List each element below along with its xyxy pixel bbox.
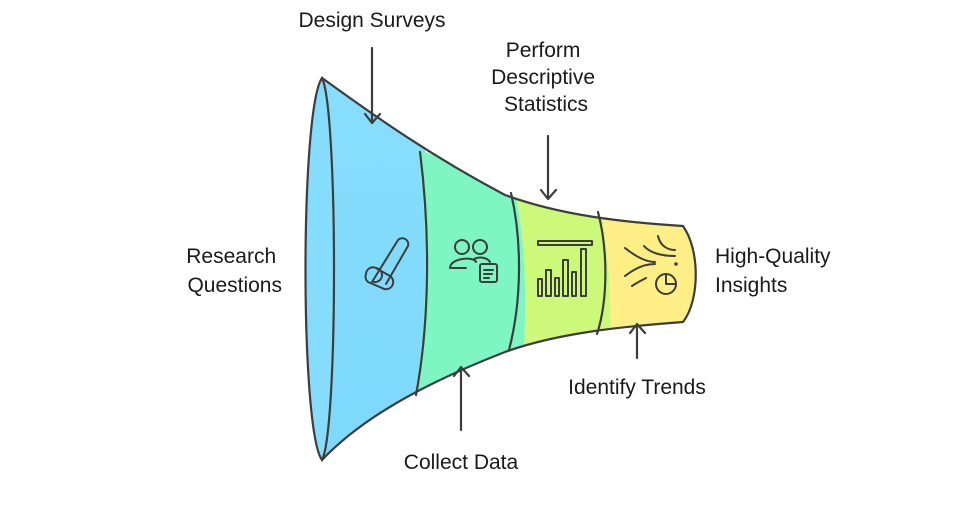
funnel-stage-3-fill bbox=[512, 180, 611, 400]
input-label-research-questions: Research Questions bbox=[186, 245, 282, 297]
stage-label-line: Descriptive bbox=[491, 66, 595, 89]
stage-label-line: Perform bbox=[506, 39, 581, 62]
arrow-perform-statistics bbox=[539, 134, 558, 201]
stage-divider-3 bbox=[595, 210, 607, 336]
funnel-stage-2-fill bbox=[414, 150, 526, 400]
bar-chart-icon bbox=[537, 240, 593, 297]
stage-label-design-surveys: Design Surveys bbox=[298, 9, 445, 32]
arrow-identify-trends bbox=[628, 322, 647, 360]
arrow-collect-data bbox=[452, 365, 471, 432]
stage-divider-2 bbox=[507, 191, 521, 352]
output-label-high-quality-insights: High-Quality Insights bbox=[715, 245, 836, 297]
funnel-mouth bbox=[304, 75, 336, 463]
arrow-design-surveys bbox=[363, 46, 382, 125]
output-label-line: Insights bbox=[715, 274, 787, 297]
input-label-line: Questions bbox=[187, 274, 282, 297]
funnel-body bbox=[322, 78, 696, 460]
stage-label-perform-statistics: Perform Descriptive Statistics bbox=[491, 39, 601, 116]
output-label-line: High-Quality bbox=[715, 245, 831, 268]
stage-label-identify-trends: Identify Trends bbox=[568, 376, 706, 399]
funnel-outline bbox=[320, 76, 697, 462]
funnel-stage-4-fill bbox=[598, 200, 696, 400]
stage-label-collect-data: Collect Data bbox=[404, 451, 519, 474]
users-document-icon bbox=[449, 239, 498, 283]
input-label-line: Research bbox=[186, 245, 276, 268]
trend-pie-icon bbox=[624, 235, 678, 295]
stage-divider-1 bbox=[414, 150, 429, 397]
pen-tool-icon bbox=[364, 237, 410, 291]
stage-label-line: Statistics bbox=[504, 93, 588, 116]
